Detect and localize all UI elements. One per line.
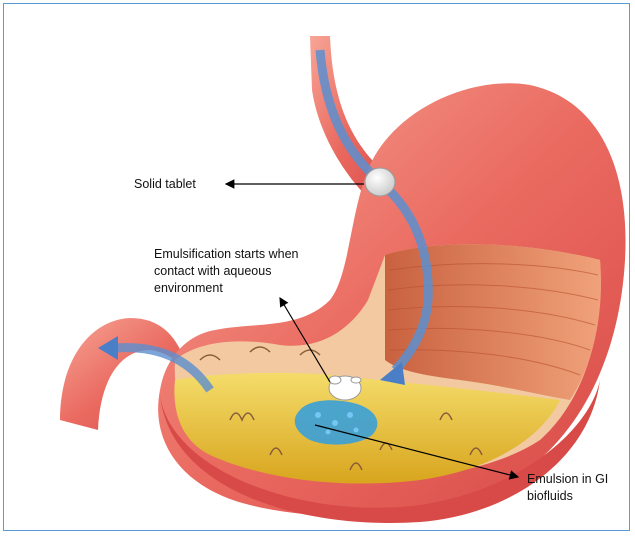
- label-emulsification: Emulsification starts when contact with …: [154, 246, 364, 297]
- label-emulsion-line1: Emulsion in GI: [527, 471, 617, 488]
- dissolving-tablet: [329, 376, 361, 400]
- label-emulsion-gi: Emulsion in GI biofluids: [527, 471, 617, 505]
- label-emulsion-line2: biofluids: [527, 488, 617, 505]
- tablet-icon: [365, 168, 395, 196]
- label-emulsification-line1: Emulsification starts when: [154, 246, 364, 263]
- label-emulsification-line3: environment: [154, 280, 364, 297]
- label-solid-tablet: Solid tablet: [134, 176, 196, 193]
- label-emulsification-line2: contact with aqueous: [154, 263, 364, 280]
